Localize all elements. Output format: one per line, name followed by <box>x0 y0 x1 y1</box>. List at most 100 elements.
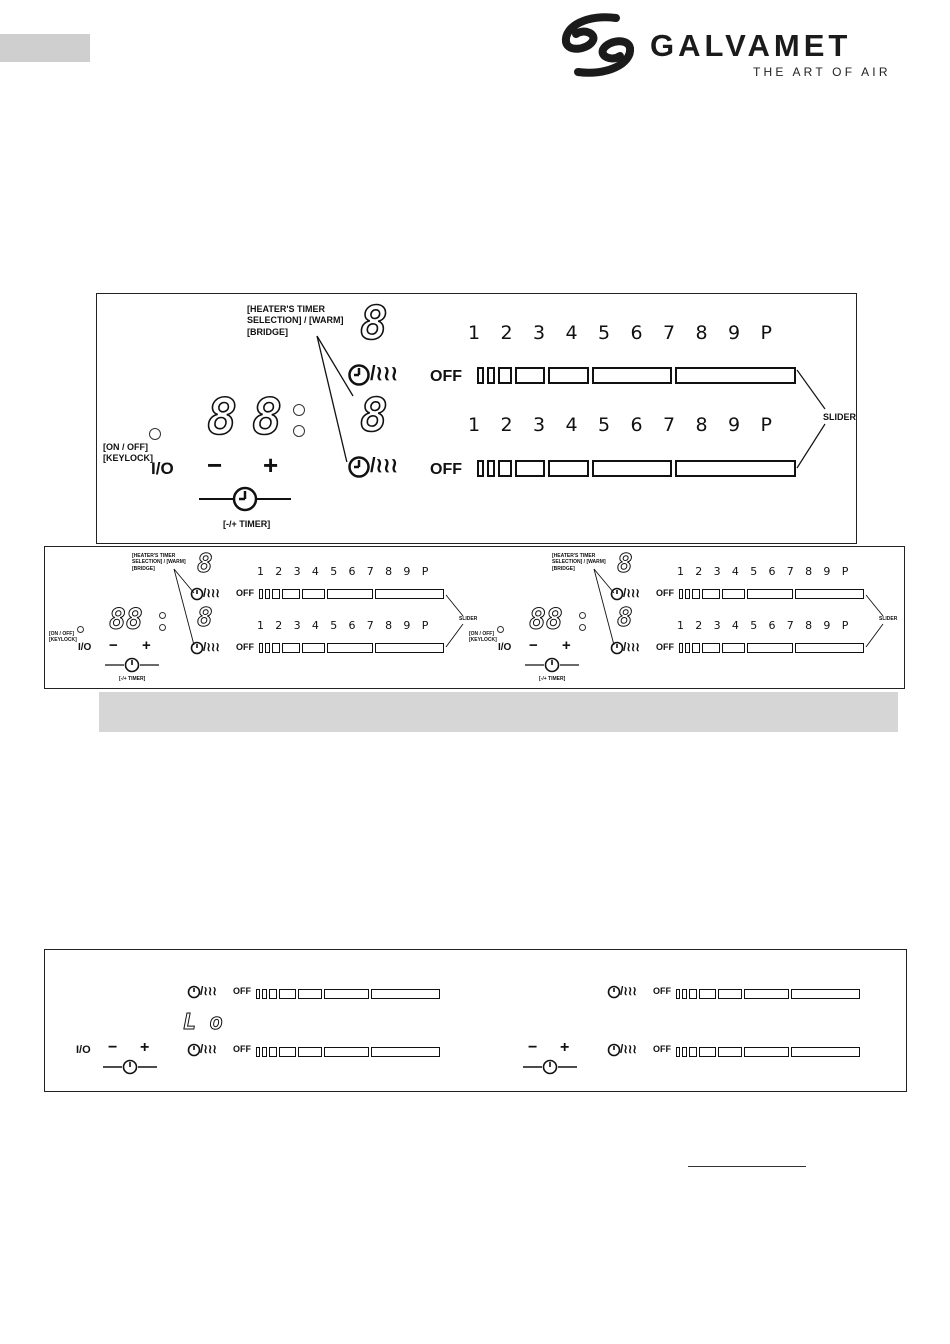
lo-timer-clock-icon-right[interactable] <box>523 1059 577 1075</box>
right-slider-pointer-lines <box>865 594 884 648</box>
left-zone2-slider-segment-4 <box>282 643 300 653</box>
lo-r1-slider-segment-5 <box>718 989 742 999</box>
left-zone2-level-9: 9 <box>403 619 411 632</box>
lo-l2-off-label: OFF <box>233 1044 251 1054</box>
lo-timer-plus-left[interactable]: + <box>140 1039 150 1056</box>
zone2-off-label: OFF <box>430 461 462 478</box>
zone1-seg-display: 8 <box>359 295 388 351</box>
right-zone1-level-9: 9 <box>823 565 831 578</box>
left-zone2-level-1: 1 <box>257 619 264 632</box>
lo-timer-minus-right[interactable]: − <box>528 1039 538 1056</box>
right-power-button[interactable]: I/O <box>498 642 512 653</box>
zone1-slider-segment-5 <box>547 367 590 384</box>
left-zone2-level-4: 4 <box>311 619 319 632</box>
power-indicator-dot <box>149 428 161 440</box>
zone1-level-8: 8 <box>695 322 708 344</box>
slider-label: SLIDER <box>823 412 857 422</box>
left-zone1-warm-icon: /≀≀≀ <box>203 586 220 600</box>
left-slider-pointer-lines <box>445 594 464 648</box>
right-zone1-slider-segment-1 <box>679 589 684 599</box>
lo-l1-timer-warm-button[interactable]: /≀≀≀ <box>187 984 227 1000</box>
zone1-level-1: 1 <box>468 322 481 344</box>
right-timer-dot-bottom <box>579 624 586 631</box>
lo-power-button[interactable]: I/O <box>76 1044 91 1056</box>
timer-plus-button[interactable]: + <box>263 450 279 480</box>
zone1-timer-warm-button[interactable]: /≀≀≀ <box>347 362 407 388</box>
zone2-level-4: 4 <box>565 414 578 436</box>
timer-seg-tens: 8 <box>206 387 238 447</box>
right-zone1-seg-display: 8 <box>617 549 634 580</box>
lo-l2-slider-segment-3 <box>268 1047 278 1057</box>
left-zone1-level-10: P <box>421 565 429 578</box>
lo-l1-slider-segment-3 <box>268 989 278 999</box>
left-zone1-timer-warm-button[interactable]: /≀≀≀ <box>190 586 230 602</box>
zone2-slider-segment-1 <box>477 460 485 477</box>
lo-r1-timer-warm-button[interactable]: /≀≀≀ <box>607 984 647 1000</box>
left-timer-minus[interactable]: − <box>109 637 118 654</box>
control-panel-double: [HEATER'S TIMER SELECTION] / [WARM] [BRI… <box>44 546 905 689</box>
left-onoff-label: [ON / OFF] [KEYLOCK] <box>49 631 77 644</box>
lo-r1-slider-segment-7 <box>791 989 860 999</box>
timer-minus-button[interactable]: − <box>207 450 223 480</box>
lo-r1-warm-icon: /≀≀≀ <box>620 984 637 998</box>
power-button[interactable]: I/O <box>151 459 174 478</box>
right-zone2-level-6: 6 <box>768 619 776 632</box>
right-zone2-slider-segment-3 <box>691 643 701 653</box>
lo-l2-slider-segment-2 <box>262 1047 267 1057</box>
zone2-slider-segment-4 <box>515 460 546 477</box>
lo-r2-slider-segment-4 <box>699 1047 717 1057</box>
left-zone1-slider-segment-1 <box>259 589 264 599</box>
control-panel-lo: I/O − + L o − + /≀≀≀OFF/≀≀≀OFF/≀≀≀OFF/≀≀… <box>44 949 907 1092</box>
left-heater-pointer-lines <box>173 568 195 646</box>
right-zone1-level-1: 1 <box>677 565 684 578</box>
right-zone1-timer-warm-button[interactable]: /≀≀≀ <box>610 586 650 602</box>
lo-l2-slider-segment-5 <box>298 1047 322 1057</box>
right-zone2-slider-segment-4 <box>702 643 720 653</box>
left-zone2-slider-segment-3 <box>271 643 281 653</box>
zone1-level-4: 4 <box>565 322 578 344</box>
lo-timer-plus-right[interactable]: + <box>560 1039 570 1056</box>
right-zone2-slider-segment-5 <box>721 643 746 653</box>
left-timer-label: [-/+ TIMER] <box>119 676 146 682</box>
lo-r2-off-label: OFF <box>653 1044 671 1054</box>
lo-l1-slider-segment-1 <box>256 989 261 999</box>
left-timer-clock-icon[interactable] <box>105 657 159 673</box>
right-zone1-slider-segment-4 <box>702 589 720 599</box>
timer-clock-icon[interactable] <box>199 486 293 514</box>
left-timer-seg: 88 <box>109 603 144 637</box>
lo-timer-clock-icon-left[interactable] <box>103 1059 157 1075</box>
right-zone1-slider-segment-7 <box>794 589 864 599</box>
left-heater-timer-label: [HEATER'S TIMER SELECTION] / [WARM] [BRI… <box>132 553 186 572</box>
zone2-slider-segment-2 <box>486 460 496 477</box>
right-zone2-timer-warm-button[interactable]: /≀≀≀ <box>610 640 650 656</box>
right-zone1-slider-segment-5 <box>721 589 746 599</box>
right-zone2-level-7: 7 <box>786 619 794 632</box>
right-zone2-slider-segment-2 <box>685 643 690 653</box>
lo-l2-timer-warm-button[interactable]: /≀≀≀ <box>187 1042 227 1058</box>
zone1-level-6: 6 <box>630 322 643 344</box>
right-timer-minus[interactable]: − <box>529 637 538 654</box>
zone2-timer-warm-button[interactable]: /≀≀≀ <box>347 454 407 480</box>
lo-timer-minus-left[interactable]: − <box>108 1039 118 1056</box>
right-timer-clock-icon[interactable] <box>525 657 579 673</box>
right-timer-plus[interactable]: + <box>562 637 571 654</box>
left-timer-plus[interactable]: + <box>142 637 151 654</box>
left-power-button[interactable]: I/O <box>78 642 92 653</box>
lo-r2-timer-warm-button[interactable]: /≀≀≀ <box>607 1042 647 1058</box>
right-zone2-clock-icon <box>610 641 624 655</box>
zone1-slider-segment-6 <box>591 367 672 384</box>
left-zone2-level-2: 2 <box>275 619 283 632</box>
lo-r1-slider-segment-2 <box>682 989 687 999</box>
zone1-slider-segment-2 <box>486 367 496 384</box>
right-timer-label: [-/+ TIMER] <box>539 676 566 682</box>
left-zone1-slider-segment-3 <box>271 589 281 599</box>
zone1-level-10: P <box>760 322 772 344</box>
zone2-level-2: 2 <box>500 414 513 436</box>
lo-r2-slider-segment-5 <box>718 1047 742 1057</box>
left-zone2-timer-warm-button[interactable]: /≀≀≀ <box>190 640 230 656</box>
left-zone1-level-7: 7 <box>366 565 374 578</box>
left-zone1-slider-segment-7 <box>374 589 444 599</box>
right-zone1-warm-icon: /≀≀≀ <box>623 586 640 600</box>
left-zone2-level-6: 6 <box>348 619 356 632</box>
zone1-slider-segment-1 <box>477 367 485 384</box>
